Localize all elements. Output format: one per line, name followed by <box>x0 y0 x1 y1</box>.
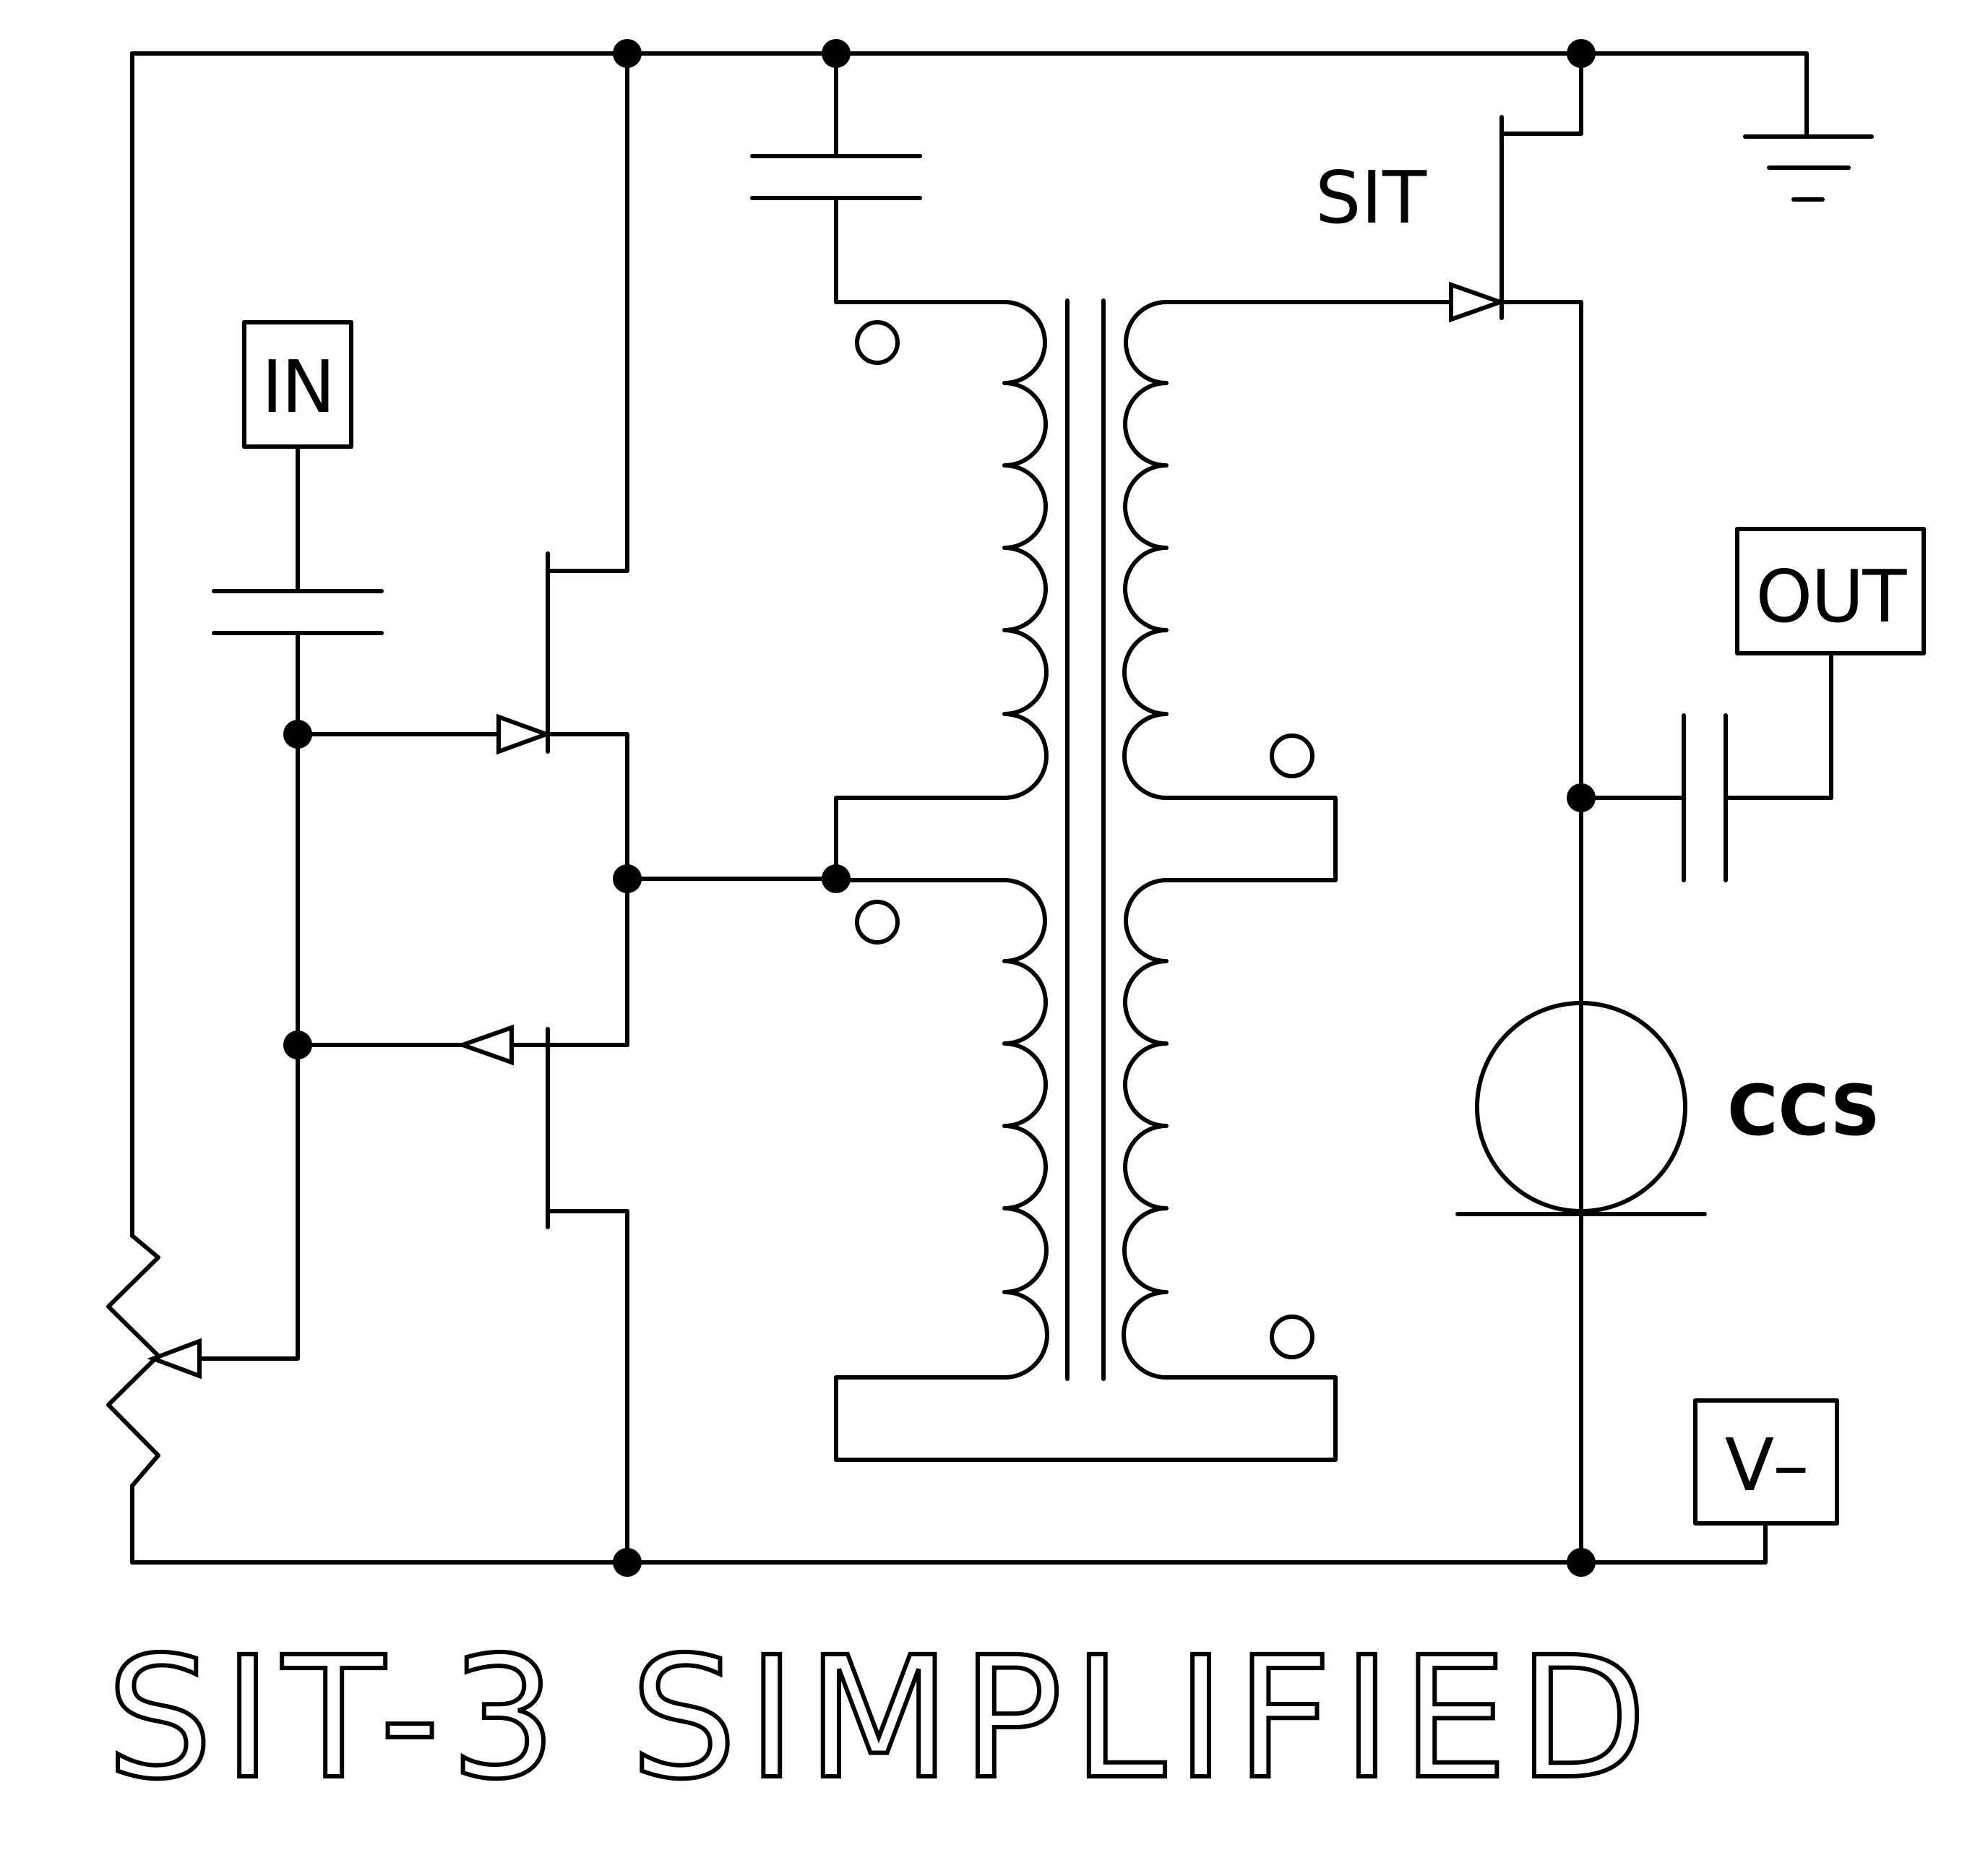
input-capacitor <box>212 444 384 736</box>
phase-dot-secondary-lower <box>1270 1315 1314 1359</box>
phase-dot-primary-lower <box>855 900 900 945</box>
output-terminal: OUT <box>1735 527 1926 655</box>
primary-lower-winding <box>1002 878 1049 1380</box>
transformer <box>834 298 1338 1462</box>
phase-dot-primary-upper <box>855 320 900 365</box>
bypass-capacitor <box>750 51 1007 304</box>
output-label: OUT <box>1756 554 1908 639</box>
potentiometer <box>106 732 300 1488</box>
ground-symbol <box>1743 134 1874 202</box>
junction-dots <box>283 39 1596 1577</box>
upper-input-jfet <box>296 51 629 1047</box>
phase-dot-secondary-upper <box>1270 733 1314 778</box>
current-source: CCS <box>1455 1001 1880 1216</box>
ccs-label: CCS <box>1727 1070 1880 1151</box>
diagram-title: SIT-3 SIMPLIFIED <box>106 1621 1657 1816</box>
input-terminal: IN <box>242 320 353 449</box>
primary-center-tap <box>625 796 1007 881</box>
output-capacitor <box>1579 651 1833 882</box>
negative-supply-label: V– <box>1725 1423 1807 1507</box>
bottom-rail <box>130 1484 1768 1565</box>
secondary-lower-winding <box>1122 878 1169 1380</box>
negative-supply-terminal: V– <box>1693 1398 1839 1526</box>
secondary-upper-winding <box>1122 300 1169 800</box>
primary-upper-winding <box>1002 300 1049 800</box>
sit-label: SIT <box>1315 155 1427 240</box>
top-rail <box>130 51 1809 1238</box>
sit-transistor: SIT <box>1164 51 1583 1565</box>
input-label: IN <box>262 345 334 429</box>
lower-input-jfet <box>296 1024 629 1565</box>
